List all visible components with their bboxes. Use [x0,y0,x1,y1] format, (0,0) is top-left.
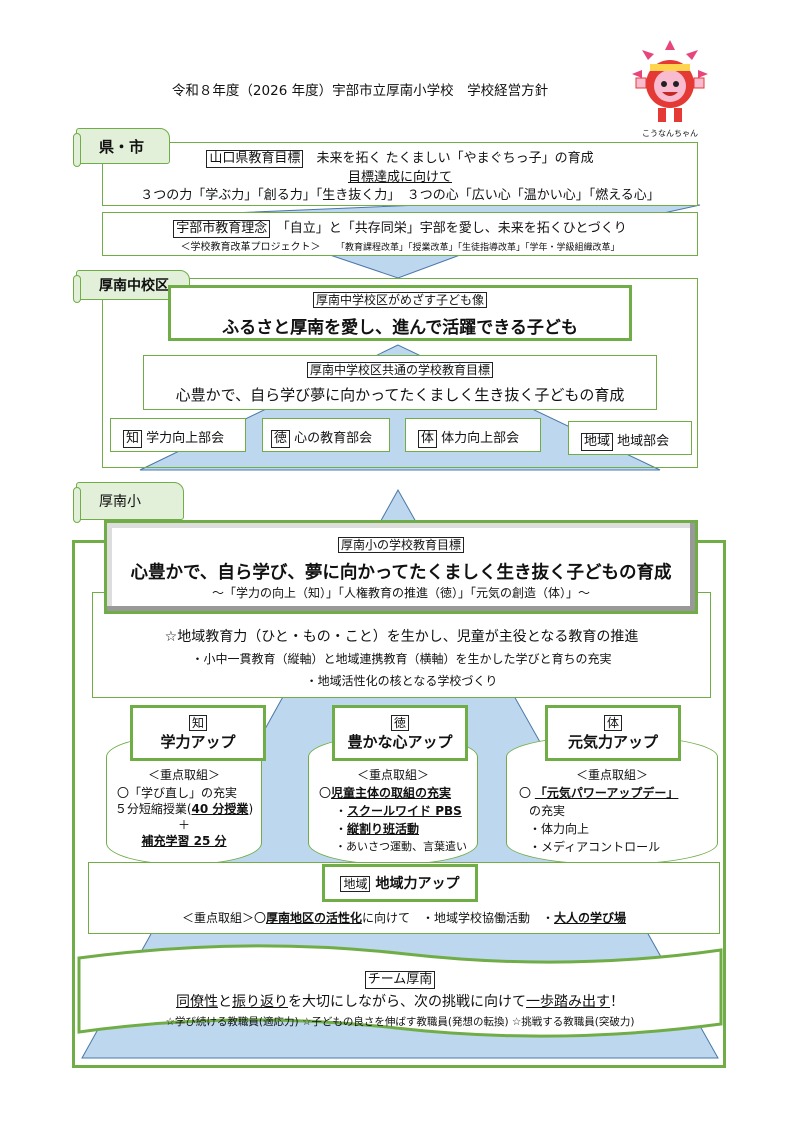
mascot-icon [632,40,708,122]
text: 同僚性 [176,993,218,1010]
staff-ideals: ☆学び続ける教職員(適応力) ☆子どもの良さを伸ばす教職員(発想の転換) ☆挑戦… [165,1015,635,1028]
text: スクールワイド PBS [347,804,462,818]
text: ５分短縮授業( [114,802,192,816]
school-goal-box: 厚南小の学校教育目標 心豊かで、自ら学び、夢に向かってたくましく生き抜く子どもの… [104,520,698,614]
text: 豊かな心アップ [347,733,453,752]
text: 地域 [340,876,371,893]
prefecture-goal-tag: 山口県教育目標 [206,150,304,168]
text: 児童主体の取組の充実 [331,786,452,800]
pillar-label-heart: 徳豊かな心アップ [332,705,468,761]
text: 体 [603,715,622,732]
text: に向けて [361,911,410,925]
text: 〇「学び直し」の充実 [117,786,238,800]
text: 厚南中校区 [99,278,169,294]
text: 知 [188,715,207,732]
pillar-label-body: 体元気力アップ [545,705,681,761]
text: ＜重点取組＞〇 [181,911,266,925]
text: の充実 [529,804,566,818]
tab-school: 厚南小 [73,482,184,523]
city-tag: 宇部市教育理念 [173,220,271,238]
text: 地域部会 [617,434,670,449]
district-child-image-box: 厚南中学校区がめざす子ども像 ふるさと厚南を愛し、進んで活躍できる子ども [168,285,632,341]
mascot-caption: こうなんちゃん [642,129,698,138]
school-goal-tag: 厚南小の学校教育目標 [337,537,464,554]
city-philosophy-box: 宇部市教育理念 「自立」と「共存同栄」宇部を愛し、未来を拓くひとづくり ＜学校教… [102,212,698,256]
committee-item: 徳 心の教育部会 [262,418,390,452]
toward-goal: 目標達成に向けて [347,170,452,185]
mascot: こうなんちゃん [628,38,712,138]
project-label: ＜学校教育改革プロジェクト＞ [180,242,321,253]
text: 補充学習 25 分 [141,834,227,848]
text: 一歩踏み出す [526,993,610,1010]
committee-item: 地域 地域部会 [568,421,692,455]
text: ・メディアコントロール [529,840,661,854]
text: 体力向上部会 [441,431,520,446]
text: 県・市 [99,137,145,156]
school-policy: ☆地域教育力（ひと・もの・こと）を生かし、児童が主役となる教育の推進 [164,629,639,645]
child-image: ふるさと厚南を愛し、進んで活躍できる子ども [222,318,578,338]
text: と [218,993,232,1010]
text: ＜重点取組＞ [575,768,648,782]
team-content: チーム厚南 同僚性と振り返りを大切にしながら、次の挑戦に向けて一歩踏み出す！ ☆… [80,968,720,1029]
text: 元気力アップ [567,733,658,752]
policy-item: ・小中一貫教育（縦軸）と地域連携教育（横軸）を生かした学びと育ちの充実 [191,652,612,666]
text: ＋ [177,818,190,832]
policy-item: ・地域活性化の核となる学校づくり [305,674,498,688]
text: 徳 [390,715,409,732]
text: ・地域学校協働活動 [422,911,531,925]
text: 知 [123,430,143,448]
text: 〇 [319,786,332,800]
text: 「元気パワーアップデー」 [534,786,679,800]
text: ＜重点取組＞ [147,768,220,782]
text: ＜重点取組＞ [356,768,429,782]
common-goal-tag: 厚南中学校区共通の学校教育目標 [306,362,493,379]
text: ・ [335,804,348,818]
district-common-goal-box: 厚南中学校区共通の学校教育目標 心豊かで、自ら学び夢に向かってたくましく生き抜く… [143,355,657,410]
text: ！ [610,993,624,1010]
text: ・あいさつ運動、言葉遣い [335,840,467,853]
text: ・ [542,911,555,925]
team-slogan: 同僚性と振り返りを大切にしながら、次の挑戦に向けて一歩踏み出す！ [80,991,720,1011]
prefecture-goal-box: 山口県教育目標 未来を拓く たくましい「やまぐちっ子」の育成 目標達成に向けて … [102,142,698,206]
pillar-label-knowledge: 知学力アップ [130,705,266,761]
tab-prefecture-city: 県・市 [73,128,170,167]
three-powers: ３つの力「学ぶ力」「創る力」「生き抜く力」 ３つの心「広い心「温かい心」「燃える… [140,188,660,203]
text: 〇 [519,786,532,800]
text: 縦割り班活動 [347,822,420,836]
team-wave-box [77,944,723,1038]
committee-item: 知 学力向上部会 [110,418,246,452]
text: 大人の学び場 [554,911,627,925]
city-philosophy: 「自立」と「共存同栄」宇部を愛し、未来を拓くひとづくり [283,221,627,236]
text: 心の教育部会 [294,431,373,446]
text: ) [248,802,254,816]
text: 徳 [271,430,291,448]
district-outer-box [102,278,698,468]
team-tag: チーム厚南 [364,971,436,989]
common-goal: 心豊かで、自ら学び夢に向かってたくましく生き抜く子どもの育成 [175,386,625,404]
text: 学力向上部会 [146,431,225,446]
text: ・体力向上 [529,822,590,836]
text: 40 分授業 [191,802,249,816]
school-goal-sub: ～「学力の向上（知）」「人権教育の推進（徳）」「元気の創造（体）」～ [211,586,590,600]
child-image-tag: 厚南中学校区がめざす子ども像 [312,292,487,309]
text: 地域 [581,433,614,451]
school-goal: 心豊かで、自ら学び、夢に向かってたくましく生き抜く子どもの育成 [130,563,672,583]
page-title: 令和８年度（2026 年度）宇部市立厚南小学校 学校経営方針 [171,83,549,99]
text: 地域力アップ [375,876,460,892]
text: 厚南小 [99,494,141,510]
text: 厚南地区の活性化 [265,911,362,925]
text: 体 [418,430,438,448]
text: を大切にしながら、次の挑戦に向けて [288,993,526,1010]
committee-item: 体 体力向上部会 [405,418,541,452]
text: 振り返り [232,993,288,1010]
text: 学力アップ [160,733,236,752]
region-label: 地域 地域力アップ [322,864,478,902]
prefecture-goal: 未来を拓く たくましい「やまぐちっ子」の育成 [316,151,594,166]
reforms: 「教育課程改革」「授業改革」「生徒指導改革」「学年・学級組織改革」 [340,243,620,253]
